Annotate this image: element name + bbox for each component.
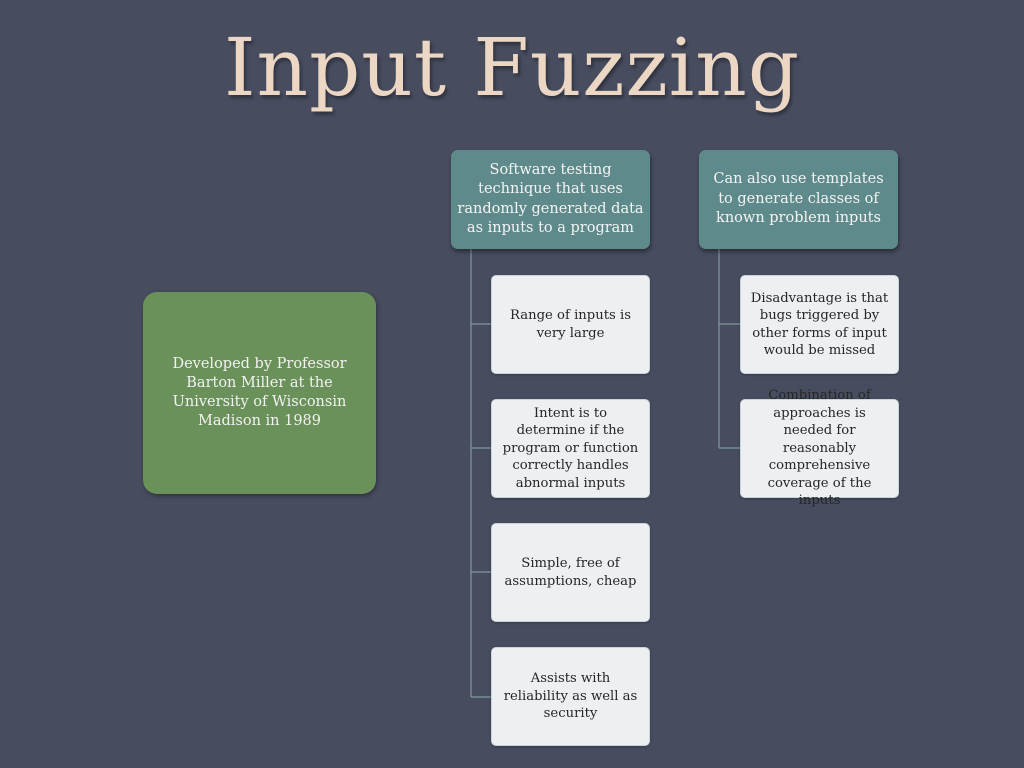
- column-2-item-text: Combination of approaches is needed for …: [767, 388, 872, 509]
- column-1-item: Intent is to determine if the program or…: [491, 399, 650, 498]
- origin-box-text: Developed by Professor Barton Miller at …: [172, 356, 347, 429]
- column-1-item: Range of inputs is very large: [491, 275, 650, 374]
- column-1-item: Assists with reliability as well as secu…: [491, 647, 650, 746]
- column-2-item-text: Disadvantage is that bugs triggered by o…: [750, 290, 889, 359]
- column-1-item-text: Range of inputs is very large: [510, 308, 631, 341]
- column-2-header: Can also use templates to generate class…: [699, 150, 898, 249]
- column-1-item-text: Assists with reliability as well as secu…: [503, 671, 638, 722]
- origin-box: Developed by Professor Barton Miller at …: [143, 292, 376, 494]
- column-1-header-text: Software testing technique that uses ran…: [457, 161, 644, 237]
- slide-title: Input Fuzzing: [223, 21, 801, 114]
- column-1-item-text: Simple, free of assumptions, cheap: [504, 556, 637, 589]
- column-1-item: Simple, free of assumptions, cheap: [491, 523, 650, 622]
- column-2-item: Combination of approaches is needed for …: [740, 388, 899, 508]
- column-1-item-text: Intent is to determine if the program or…: [502, 405, 639, 491]
- column-2-header-text: Can also use templates to generate class…: [713, 171, 884, 227]
- column-1-header: Software testing technique that uses ran…: [451, 150, 650, 249]
- column-2-item: Disadvantage is that bugs triggered by o…: [740, 275, 899, 374]
